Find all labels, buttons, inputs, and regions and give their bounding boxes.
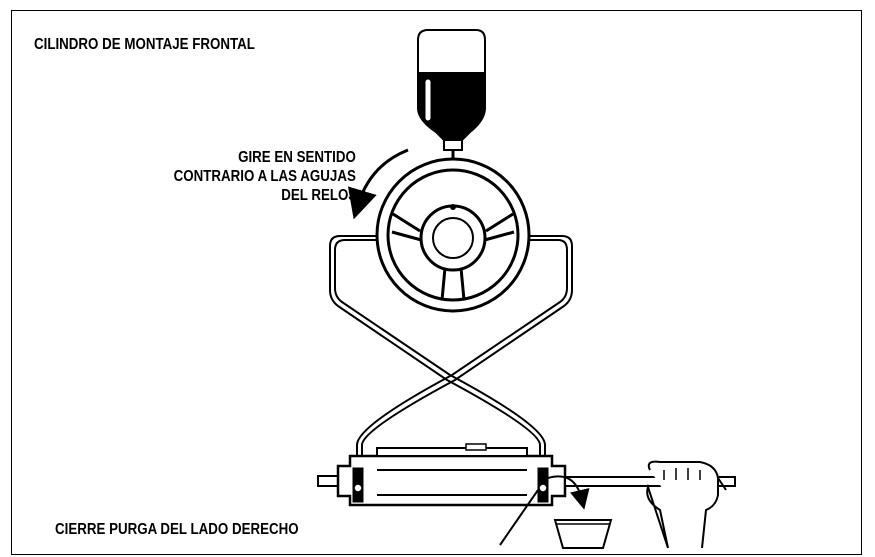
rotate-instruction-label: GIRE EN SENTIDO CONTRARIO A LAS AGUJAS D… (174, 148, 356, 205)
rotate-instruction-line3: DEL RELOJ (281, 187, 356, 204)
tool-pointer (499, 489, 539, 546)
hand-icon (646, 460, 727, 549)
rotate-instruction-line1: GIRE EN SENTIDO (238, 149, 356, 166)
oil-bottle-icon (417, 29, 486, 205)
hydraulic-cylinder-icon (317, 443, 736, 507)
hydraulic-hoses (329, 235, 573, 470)
drain-cup-icon (553, 519, 613, 549)
drip-arrow-icon (547, 475, 590, 510)
rotation-arrow-icon (347, 148, 409, 220)
rotate-instruction-line2: CONTRARIO A LAS AGUJAS (173, 168, 356, 185)
diagram-title: CILINDRO DE MONTAJE FRONTAL (34, 36, 255, 53)
steering-wheel-icon (375, 157, 531, 313)
bleed-valve-label: CIERRE PURGA DEL LADO DERECHO (55, 521, 299, 538)
